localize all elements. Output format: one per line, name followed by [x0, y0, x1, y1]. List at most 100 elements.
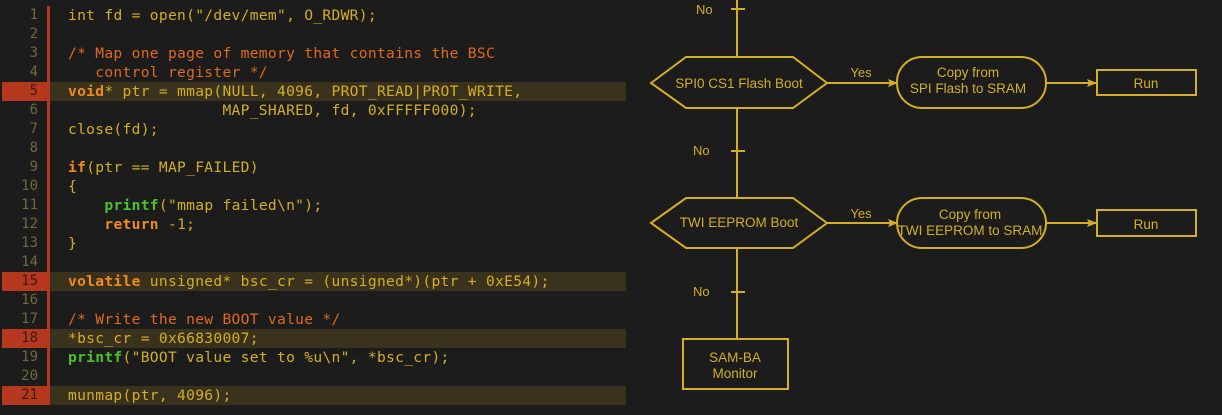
no-label-1: No [693, 143, 710, 158]
run-label-2: Run [1134, 217, 1159, 232]
code-token-plain: (ptr == MAP_FAILED) [86, 159, 259, 176]
line-number: 10 [21, 178, 38, 194]
line-number: 17 [21, 311, 38, 327]
code-token-kw: if [68, 159, 87, 176]
line-number: 8 [29, 140, 38, 156]
code-token-type: int [68, 7, 96, 24]
code-line: 2 [0, 25, 626, 44]
line-number: 15 [2, 272, 47, 291]
no-label-2: No [693, 284, 710, 299]
code-token-plain: * ptr = mmap(NULL, 4096, PROT_READ|PROT_… [104, 83, 523, 100]
code-text: MAP_SHARED, fd, 0xFFFFF000); [50, 101, 626, 120]
code-line: 9 if(ptr == MAP_FAILED) [0, 158, 626, 177]
code-token-plain: MAP_SHARED, fd, 0xFFFFF000); [68, 102, 477, 119]
process-1-line2: SPI Flash to SRAM [910, 81, 1026, 96]
no-label-top: No [696, 2, 713, 17]
code-line: 7 close(fd); [0, 120, 626, 139]
code-token-plain: ("mmap failed\n"); [158, 197, 323, 214]
code-text: *bsc_cr = 0x66830007; [50, 329, 626, 348]
code-line: 14 [0, 253, 626, 272]
code-token-plain: *bsc_cr = 0x66830007; [68, 330, 259, 347]
code-line: 3 /* Map one page of memory that contains… [0, 44, 626, 63]
code-token-plain [68, 197, 104, 214]
decision-1-label: SPI0 CS1 Flash Boot [675, 76, 803, 91]
line-number: 9 [29, 159, 38, 175]
code-token-kw: void [68, 83, 105, 100]
code-text: /* Map one page of memory that contains … [50, 44, 626, 63]
run-box-2 [1096, 209, 1197, 237]
line-number: 1 [29, 7, 38, 23]
code-text: void* ptr = mmap(NULL, 4096, PROT_READ|P… [50, 82, 626, 101]
yes-label-2: Yes [850, 206, 872, 221]
decision-2-label: TWI EEPROM Boot [680, 215, 799, 230]
line-number: 6 [29, 102, 38, 118]
code-token-plain: close(fd); [68, 121, 159, 138]
code-token-comment: /* Map one page of memory that contains … [68, 45, 496, 62]
code-text: return -1; [50, 215, 626, 234]
code-line: 8 [0, 139, 626, 158]
boot-flowchart: No SPI0 CS1 Flash Boot Yes Copy from SPI… [630, 0, 1222, 415]
code-text: /* Write the new BOOT value */ [50, 310, 626, 329]
process-2-line1: Copy from [939, 207, 1001, 222]
code-line: 13} [0, 234, 626, 253]
fallback-line1: SAM-BA [709, 350, 761, 365]
code-text: printf("BOOT value set to %u\n", *bsc_cr… [50, 348, 626, 367]
code-token-plain: { [68, 178, 78, 195]
code-line: 12 return -1; [0, 215, 626, 234]
code-text [50, 253, 626, 272]
code-token-plain: } [68, 235, 78, 252]
line-number: 11 [21, 197, 38, 213]
run-box-1 [1096, 69, 1197, 96]
code-token-comment: /* Write the new BOOT value */ [68, 311, 341, 328]
process-2-line2: TWI EEPROM to SRAM [898, 223, 1043, 238]
code-text: int fd = open("/dev/mem", O_RDWR); [50, 6, 626, 25]
line-number: 12 [21, 216, 38, 232]
code-text [50, 139, 626, 158]
line-number: 21 [2, 386, 47, 405]
line-number: 2 [29, 26, 38, 42]
line-number: 4 [29, 64, 38, 80]
line-number: 5 [2, 82, 47, 101]
code-line: 10 { [0, 177, 626, 196]
code-text: if(ptr == MAP_FAILED) [50, 158, 626, 177]
line-number: 20 [21, 368, 38, 384]
code-line: 17 /* Write the new BOOT value */ [0, 310, 626, 329]
process-1-line1: Copy from [937, 65, 999, 80]
run-label-1: Run [1134, 76, 1159, 91]
line-number: 7 [29, 121, 38, 137]
code-text [50, 291, 626, 310]
code-line: 6 MAP_SHARED, fd, 0xFFFFF000); [0, 101, 626, 120]
code-line: 11 printf("mmap failed\n"); [0, 196, 626, 215]
code-token-plain: unsigned* bsc_cr = (unsigned*)(ptr + 0xE… [140, 273, 550, 290]
code-token-plain: fd = open("/dev/mem", O_RDWR); [95, 7, 377, 24]
code-text: volatile unsigned* bsc_cr = (unsigned*)(… [50, 272, 626, 291]
code-editor: 1 int fd = open("/dev/mem", O_RDWR); 2 3 /* … [0, 6, 630, 406]
gutter-border [47, 6, 50, 405]
code-token-plain: -1; [158, 216, 196, 233]
code-token-fn: printf [68, 349, 123, 366]
code-token-fn: printf [104, 197, 159, 214]
line-number: 16 [21, 292, 38, 308]
code-line: 20 [0, 367, 626, 386]
code-line: 16 [0, 291, 626, 310]
line-number: 18 [2, 329, 47, 348]
code-token-kw: volatile [68, 273, 141, 290]
code-text: } [50, 234, 626, 253]
code-token-plain: ("BOOT value set to %u\n", *bsc_cr); [122, 349, 450, 366]
line-number: 13 [21, 235, 38, 251]
code-line: 1 int fd = open("/dev/mem", O_RDWR); [0, 6, 626, 25]
code-text [50, 367, 626, 386]
line-number: 3 [29, 45, 38, 61]
code-line: 18 *bsc_cr = 0x66830007; [0, 329, 626, 348]
code-token-kw: return [104, 216, 159, 233]
code-text: printf("mmap failed\n"); [50, 196, 626, 215]
code-line: 4 control register */ [0, 63, 626, 82]
code-text: control register */ [50, 63, 626, 82]
yes-label-1: Yes [850, 65, 872, 80]
code-text: munmap(ptr, 4096); [50, 386, 626, 405]
code-token-plain [68, 216, 104, 233]
